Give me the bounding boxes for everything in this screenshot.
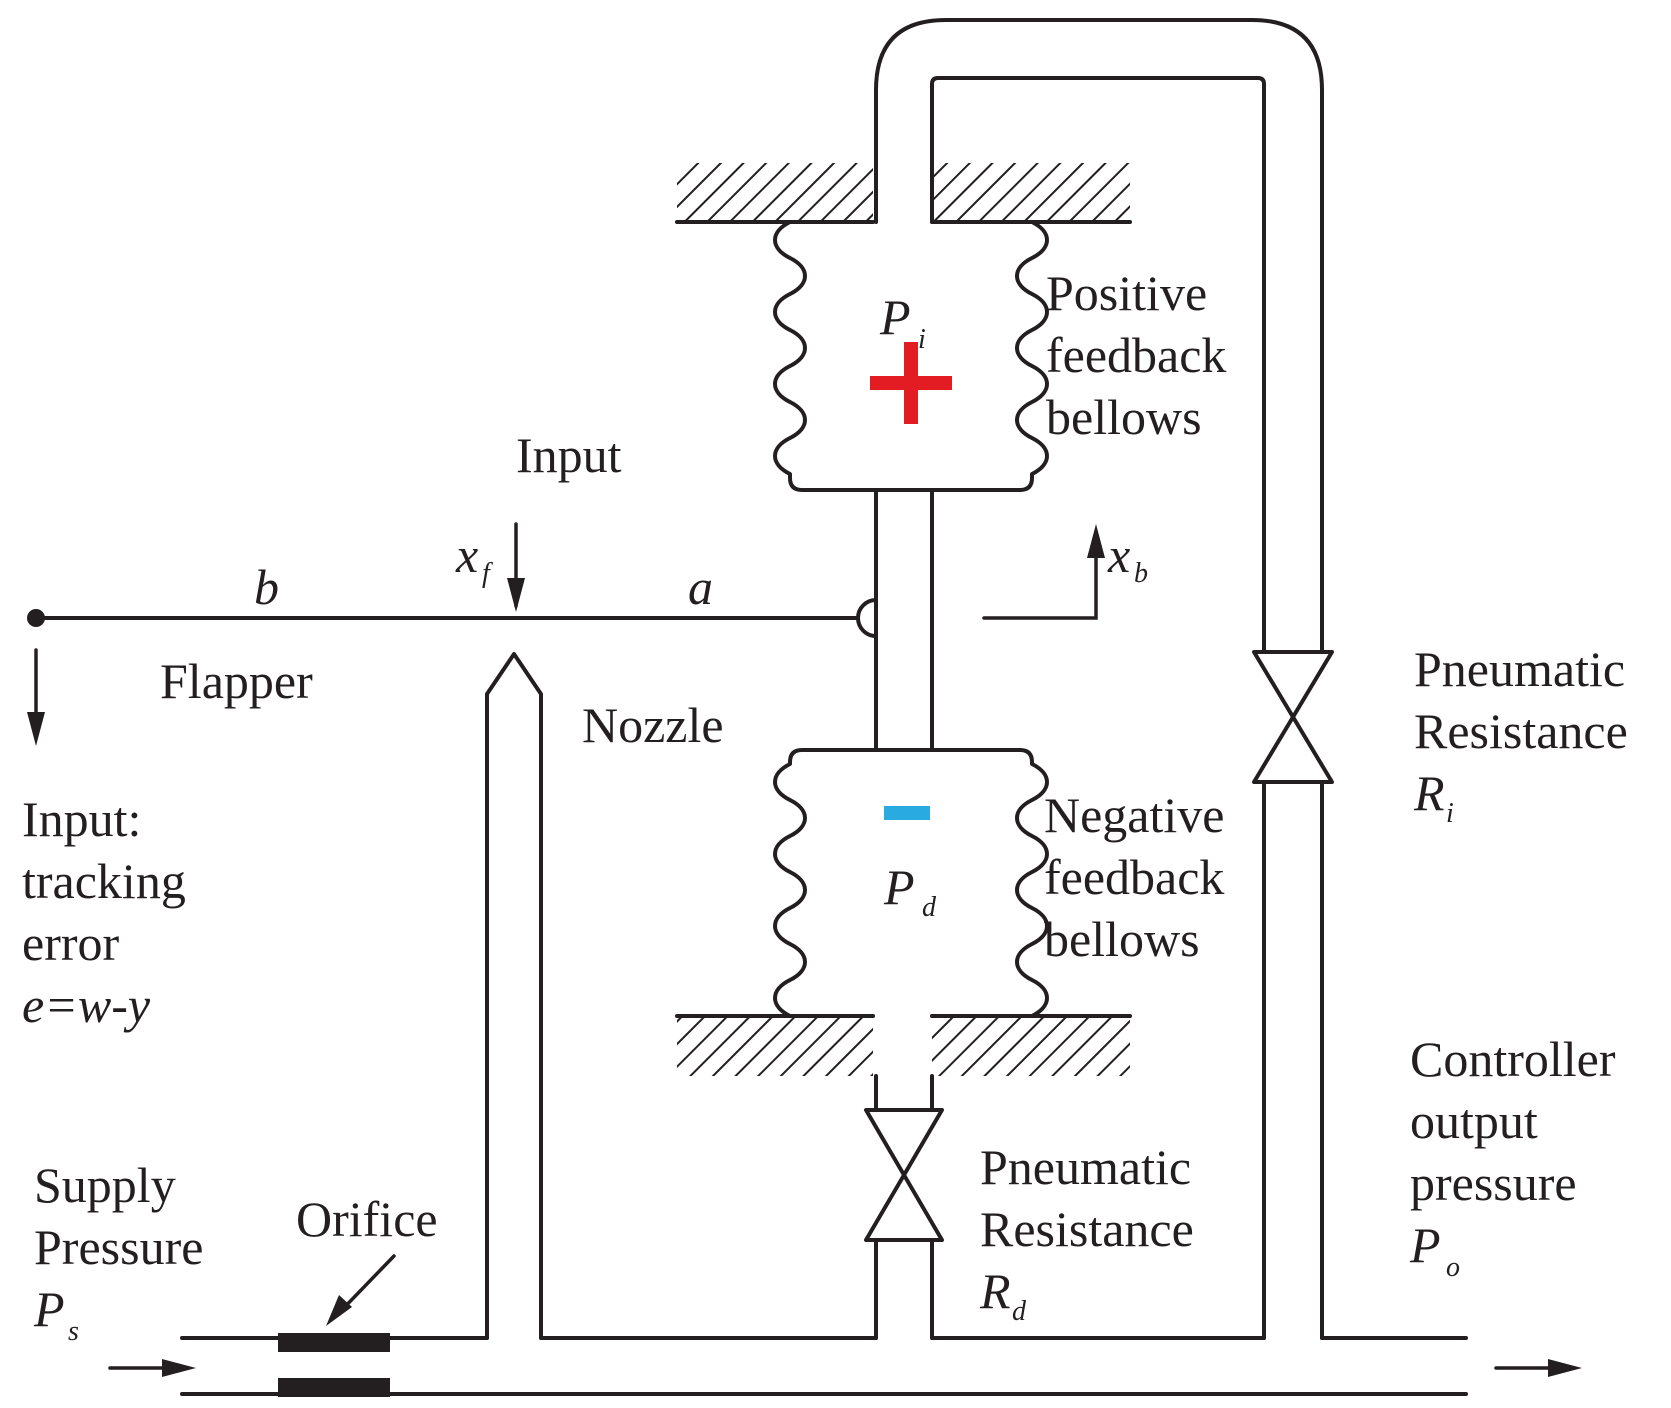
pd-label: P	[883, 859, 915, 915]
supply-line1: Supply	[34, 1157, 176, 1213]
negative-bellows-line3: bellows	[1044, 911, 1200, 967]
resistance-d-line1: Pneumatic	[980, 1139, 1191, 1195]
supply-line2: Pressure	[34, 1219, 203, 1275]
rd-subscript: d	[1012, 1296, 1027, 1327]
output-arrow-head	[1548, 1359, 1582, 1377]
resistance-d-line2: Resistance	[980, 1201, 1194, 1257]
orifice-pointer-head	[326, 1295, 352, 1326]
xb-arrow-head	[1087, 524, 1105, 558]
pi-subscript: i	[918, 324, 926, 355]
orifice-lower-block	[278, 1378, 390, 1397]
po-label: P	[1409, 1217, 1441, 1273]
flapper-label: Flapper	[160, 653, 313, 709]
loop-pipe-inner	[930, 76, 1266, 654]
b-label: b	[254, 559, 279, 615]
error-equation: e=w-y	[22, 977, 151, 1033]
controller-output-line2: output	[1410, 1093, 1538, 1149]
pi-label: P	[879, 289, 911, 345]
ps-subscript: s	[68, 1316, 79, 1347]
xb-subscript: b	[1134, 558, 1148, 589]
negative-feedback-bellows	[773, 748, 1049, 1018]
negative-bellows-line2: feedback	[1044, 849, 1224, 905]
top-right-support	[932, 163, 1130, 223]
input-top-label: Input	[516, 427, 622, 483]
input-error-line2: tracking	[22, 853, 186, 909]
pivot-arrow-head	[27, 712, 45, 746]
xb-arrow-shaft	[982, 530, 1098, 620]
bottom-right-support	[932, 1016, 1130, 1076]
input-error-line1: Input:	[22, 791, 141, 847]
controller-output-line1: Controller	[1410, 1031, 1616, 1087]
po-subscript: o	[1446, 1252, 1460, 1283]
flapper-pivot	[27, 609, 45, 627]
resistance-i-line1: Pneumatic	[1414, 641, 1625, 697]
minus-sign	[884, 806, 930, 820]
positive-feedback-bellows	[773, 220, 1049, 492]
plus-sign-v	[904, 342, 918, 424]
ri-subscript: i	[1446, 798, 1454, 829]
xf-label: x	[455, 527, 478, 583]
bottom-left-support	[677, 1016, 873, 1076]
negative-bellows-line1: Negative	[1044, 787, 1224, 843]
positive-bellows-line1: Positive	[1046, 265, 1207, 321]
flapper-bellows-contact	[856, 598, 878, 638]
resistance-ri-valve	[1252, 650, 1334, 784]
resistance-i-line2: Resistance	[1414, 703, 1628, 759]
loop-pipe-outer	[874, 18, 1324, 654]
orifice-upper-block	[278, 1333, 390, 1352]
positive-bellows-line3: bellows	[1046, 389, 1202, 445]
nozzle-label: Nozzle	[582, 697, 724, 753]
orifice-label: Orifice	[296, 1191, 438, 1247]
ps-label: P	[33, 1281, 65, 1337]
xf-arrow-head	[507, 578, 525, 612]
resistance-rd-valve	[864, 1108, 944, 1242]
xb-label: x	[1107, 527, 1130, 583]
pd-subscript: d	[922, 892, 937, 923]
rd-label: R	[979, 1263, 1011, 1319]
supply-arrow-head	[162, 1359, 196, 1377]
input-error-line3: error	[22, 915, 119, 971]
top-left-support	[677, 163, 873, 223]
controller-output-line3: pressure	[1410, 1155, 1577, 1211]
xf-subscript: f	[482, 558, 493, 589]
positive-bellows-line2: feedback	[1046, 327, 1226, 383]
nozzle-pipe	[485, 652, 543, 1340]
ri-label: R	[1413, 765, 1445, 821]
a-label: a	[688, 559, 713, 615]
